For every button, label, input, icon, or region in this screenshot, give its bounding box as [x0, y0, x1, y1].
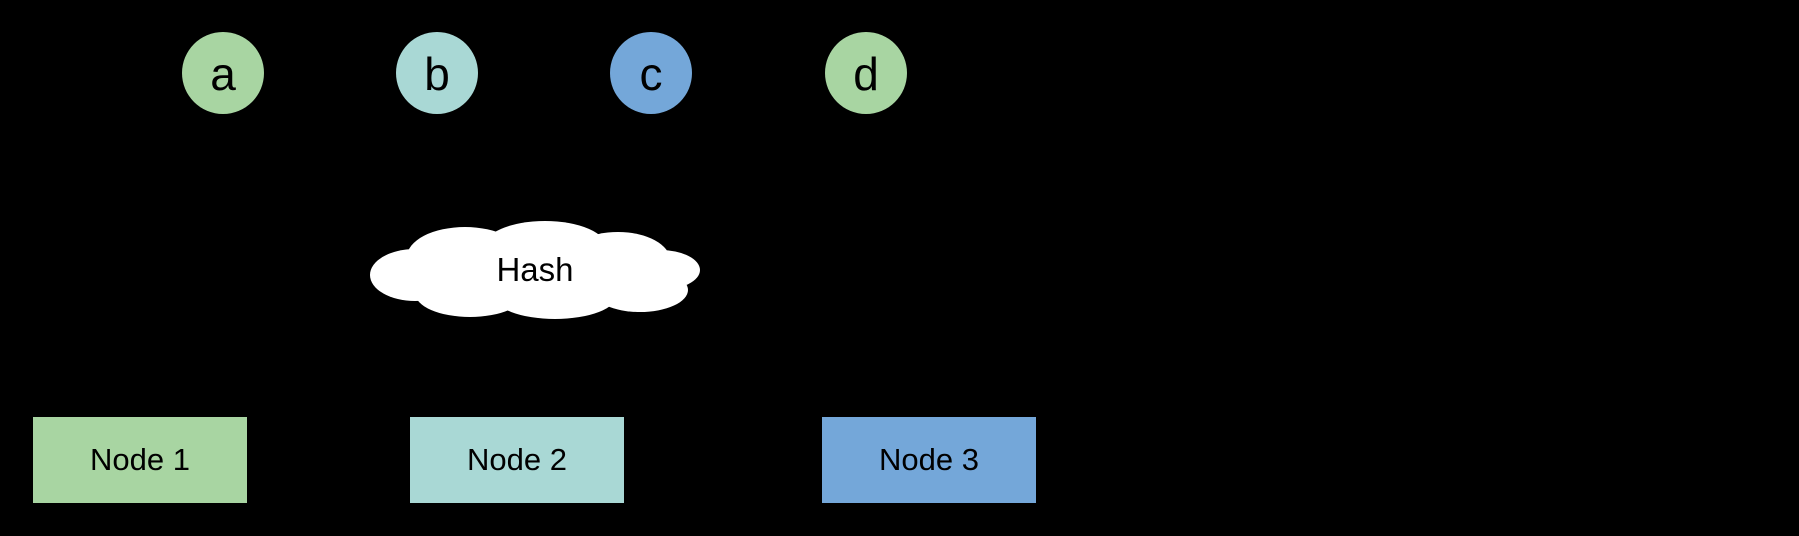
key-circle-c: c [610, 32, 692, 114]
key-label-c: c [639, 48, 663, 100]
key-label-d: d [853, 48, 879, 100]
hash-label: Hash [496, 251, 574, 288]
cloud-icon [370, 221, 700, 319]
node-box-2: Node 2 [410, 417, 624, 503]
node-box-3: Node 3 [822, 417, 1036, 503]
key-circle-d: d [825, 32, 907, 114]
node-box-1: Node 1 [33, 417, 247, 503]
key-circle-a: a [182, 32, 264, 114]
key-label-a: a [210, 48, 236, 100]
key-circle-b: b [396, 32, 478, 114]
hash-cloud: Hash [360, 215, 710, 325]
key-label-b: b [424, 48, 450, 100]
node-label-1: Node 1 [90, 442, 190, 477]
node-label-3: Node 3 [879, 442, 979, 477]
node-label-2: Node 2 [467, 442, 567, 477]
